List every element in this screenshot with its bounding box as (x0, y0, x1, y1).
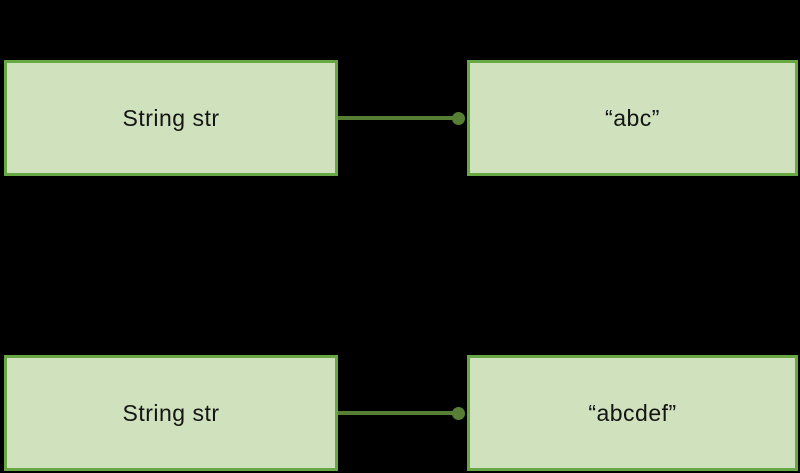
variable-box-2: String str (4, 355, 338, 471)
value-box-2: “abcdef” (467, 355, 798, 471)
connector-arrow-2 (338, 411, 460, 415)
value-box-1-label: “abc” (605, 104, 660, 131)
value-box-2-label: “abcdef” (588, 399, 677, 426)
variable-box-1-label: String str (122, 104, 220, 131)
connector-arrow-1 (338, 116, 460, 120)
arrow-dot-icon-1 (452, 112, 465, 125)
value-box-1: “abc” (467, 60, 798, 176)
variable-box-1: String str (4, 60, 338, 176)
arrow-dot-icon-2 (452, 407, 465, 420)
variable-box-2-label: String str (122, 399, 220, 426)
